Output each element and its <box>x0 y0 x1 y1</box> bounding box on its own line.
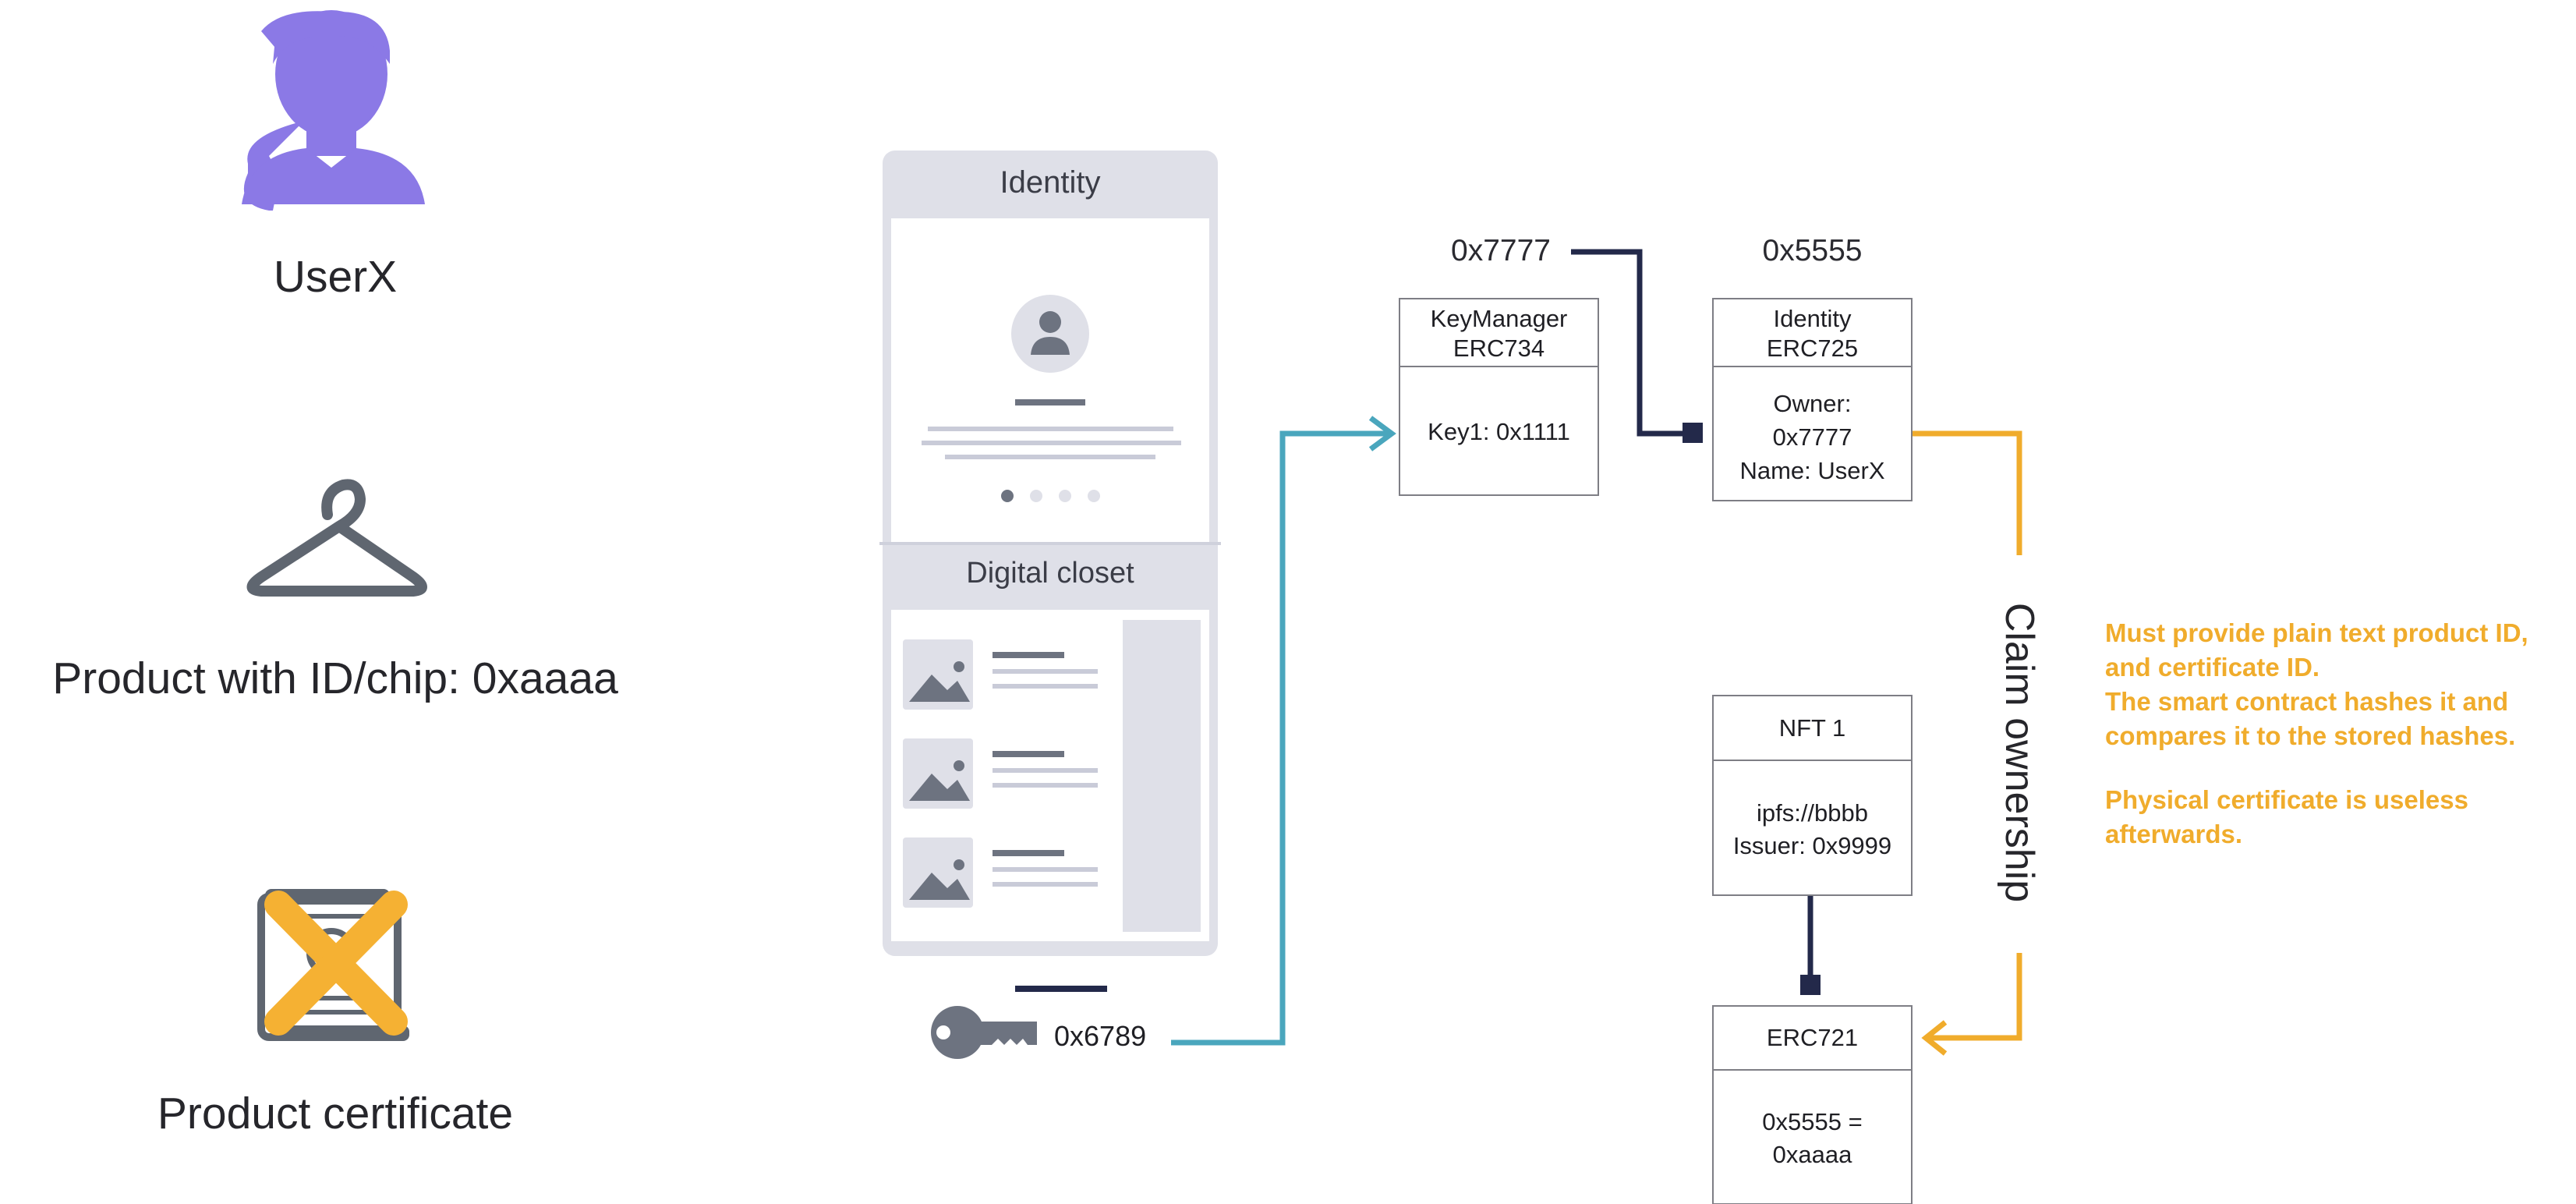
teal-arrowhead <box>1368 416 1396 452</box>
phone-home-bar <box>1015 986 1107 992</box>
note-line: Must provide plain text product ID, <box>2105 618 2528 647</box>
product-label: Product with ID/chip: 0xaaaa <box>52 653 618 703</box>
note-line: afterwards. <box>2105 820 2243 848</box>
identity-body: Owner: 0x7777 Name: UserX <box>1713 387 1912 487</box>
nft-ipfs: ipfs://bbbb <box>1756 799 1869 827</box>
keymanager-title-line: KeyManager <box>1430 305 1568 332</box>
closet-item-row <box>903 738 1098 809</box>
keymanager-standard: ERC734 <box>1453 335 1545 362</box>
note-line: Physical certificate is useless <box>2105 785 2468 814</box>
user-label: UserX <box>273 252 398 302</box>
keymanager-address: 0x7777 <box>1451 234 1551 267</box>
hanger-icon <box>246 479 427 597</box>
identity-standard: ERC725 <box>1766 335 1859 362</box>
note-line: and certificate ID. <box>2105 653 2320 682</box>
keymanager-box <box>1399 298 1599 496</box>
orange-arrowhead <box>1921 1020 1948 1056</box>
note-line: The smart contract hashes it and <box>2105 687 2509 716</box>
user-icon <box>242 10 425 211</box>
phone-mockup <box>879 150 1221 992</box>
keymanager-to-identity-line <box>1571 249 1692 437</box>
erc721-box <box>1712 1005 1913 1204</box>
erc721-mapping: 0x5555 = <box>1762 1108 1863 1135</box>
connector-endpoint <box>1800 975 1821 995</box>
identity-address: 0x5555 <box>1762 234 1863 267</box>
key-to-keymanager-arrow <box>1171 430 1388 1046</box>
identity-contract-box <box>1712 298 1913 501</box>
keymanager-body: Key1: 0x1111 <box>1428 418 1570 445</box>
identity-title: Identity ERC725 <box>1713 304 1912 363</box>
cross-mark-icon <box>264 891 408 1036</box>
claim-ownership-line <box>1910 430 2022 1041</box>
nft-box <box>1712 695 1913 896</box>
ownership-note: Must provide plain text product ID, and … <box>2105 616 2528 852</box>
closet-item-row <box>903 639 1098 710</box>
claim-ownership-label: Claim ownership <box>1997 602 2042 903</box>
erc721-product: 0xaaaa <box>1772 1141 1852 1168</box>
key-address: 0x6789 <box>1054 1020 1147 1052</box>
closet-item-row <box>903 837 1098 908</box>
keymanager-title: KeyManager ERC734 <box>1399 304 1598 363</box>
erc721-title: ERC721 <box>1766 1024 1859 1051</box>
key-icon <box>931 1006 1037 1059</box>
identity-owner-value: 0x7777 <box>1772 423 1852 451</box>
nft-issuer: Issuer: 0x9999 <box>1732 832 1892 859</box>
identity-title-line: Identity <box>1773 305 1852 332</box>
certificate-label: Product certificate <box>157 1089 514 1138</box>
identity-name: Name: UserX <box>1739 457 1885 484</box>
identity-screen-header: Identity <box>1000 165 1101 200</box>
nft-title: NFT 1 <box>1778 714 1846 742</box>
note-line: compares it to the stored hashes. <box>2105 721 2516 750</box>
connector-endpoint <box>1683 423 1703 443</box>
nft-body: ipfs://bbbb Issuer: 0x9999 <box>1713 797 1912 862</box>
digital-closet-header: Digital closet <box>966 557 1134 590</box>
profile-avatar-icon <box>1011 295 1089 373</box>
erc721-body: 0x5555 = 0xaaaa <box>1713 1106 1912 1171</box>
identity-owner-label: Owner: <box>1773 390 1852 417</box>
